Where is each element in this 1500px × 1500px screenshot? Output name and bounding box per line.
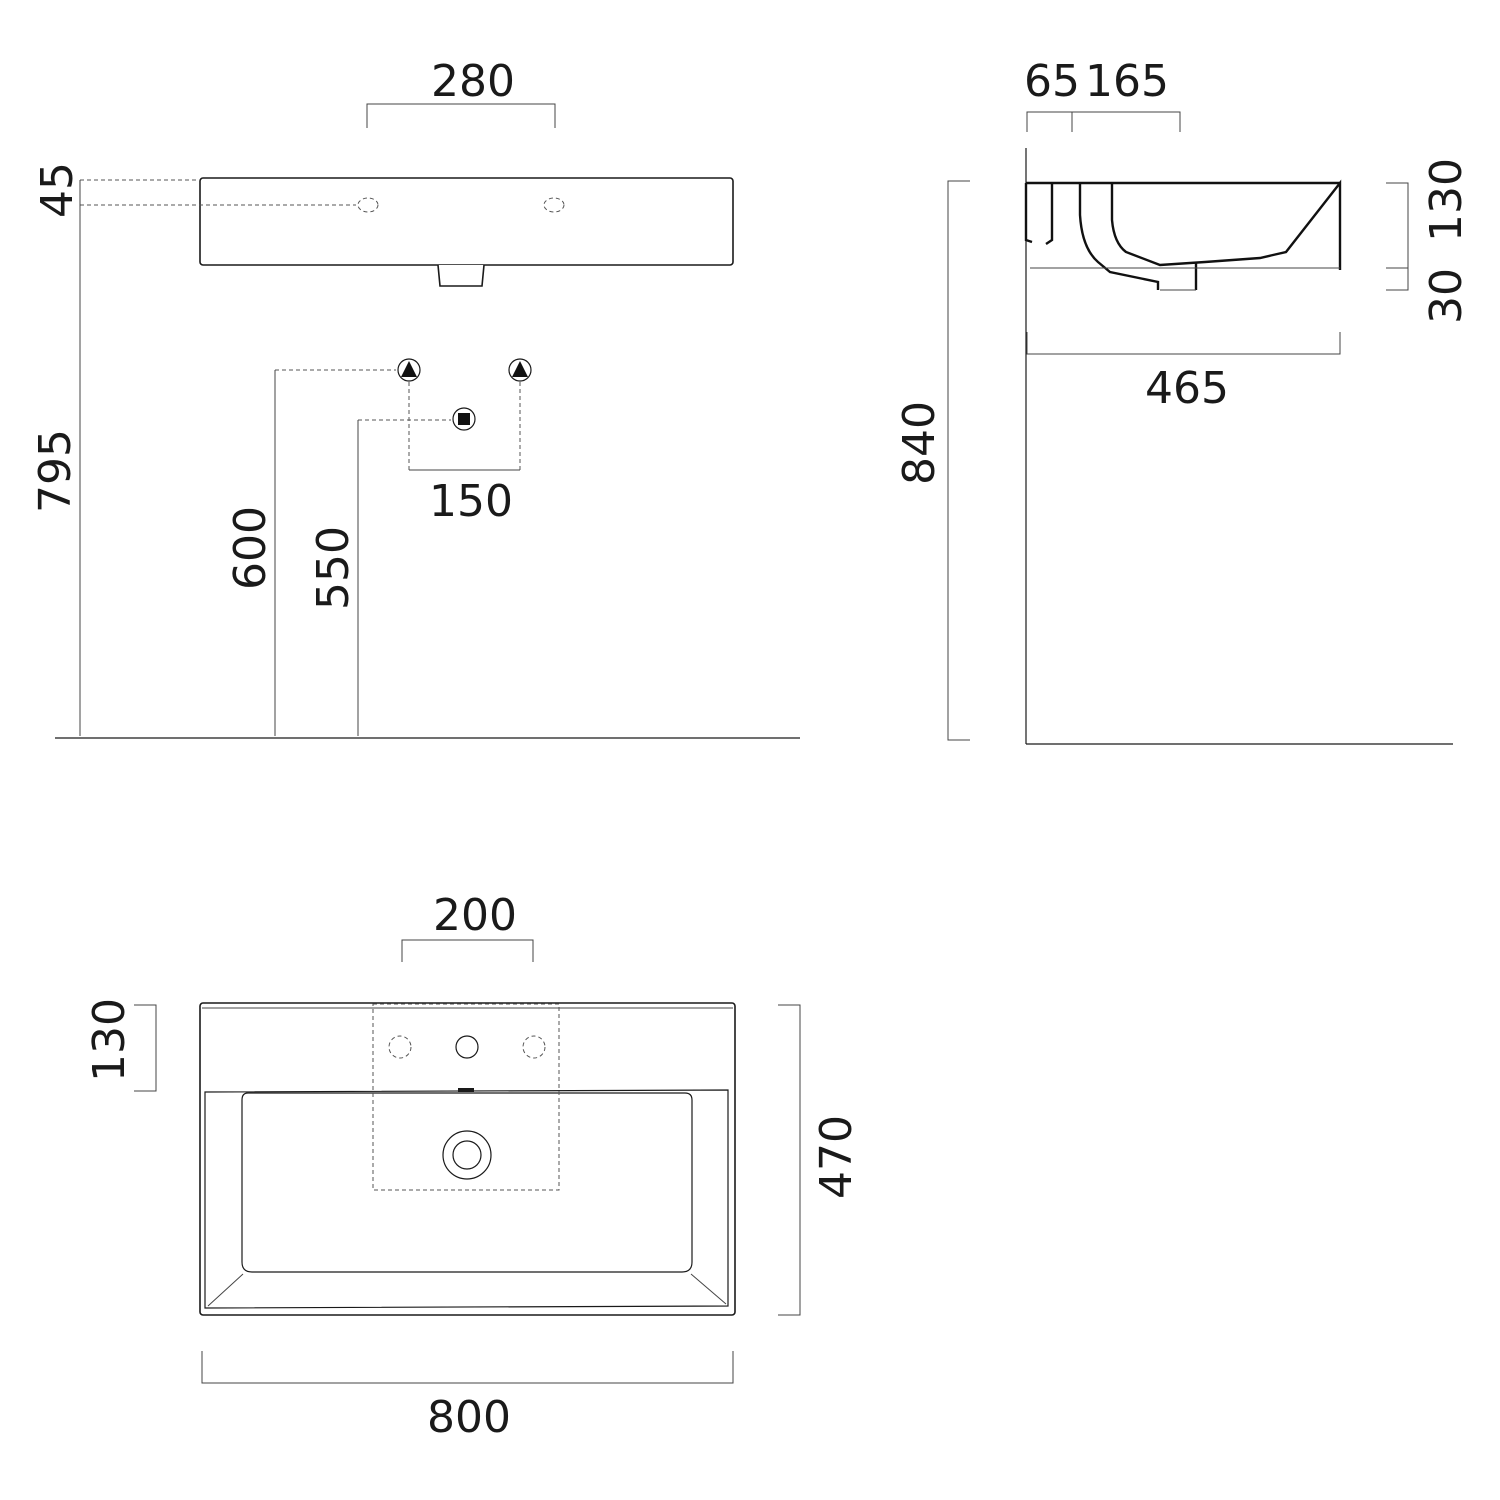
dim-bowl-depth: 130	[1421, 158, 1472, 242]
top-view: 200 130 470 800	[84, 890, 862, 1443]
dim-tap-hole-spacing: 280	[431, 56, 515, 107]
top-basin-outline	[199, 1002, 736, 1316]
dim-line-top-130	[134, 1004, 157, 1092]
dim-supply-spacing: 150	[429, 476, 513, 527]
dim-line-130-30	[1386, 182, 1409, 291]
front-view: 280 45 795 600 550 150	[30, 56, 800, 739]
dim-tap-area-width: 200	[433, 890, 517, 941]
top-drain-outer	[442, 1130, 492, 1180]
dim-line-470	[778, 1004, 801, 1316]
side-view: 65 165 130 30 465 840	[894, 56, 1472, 745]
front-tap-hole-right	[543, 197, 565, 213]
dim-line-840	[947, 180, 970, 741]
front-tap-hole-left	[357, 197, 379, 213]
dim-waste-depth: 30	[1421, 268, 1472, 324]
side-basin-section	[1024, 179, 1342, 291]
top-bowl	[241, 1092, 693, 1273]
supply-point-left	[397, 358, 421, 382]
dim-overall-depth: 470	[811, 1115, 862, 1199]
top-inner-rim	[204, 1089, 729, 1309]
dim-tap-offset: 165	[1085, 56, 1169, 107]
dim-rim-thickness: 45	[32, 162, 83, 218]
dim-line-465	[1026, 332, 1341, 355]
dim-projection: 465	[1145, 363, 1229, 414]
front-basin-body	[199, 177, 734, 266]
dim-line-800	[201, 1351, 734, 1384]
top-tap-hole-right	[522, 1035, 546, 1059]
dim-tap-deck-depth: 130	[84, 998, 135, 1082]
supply-point-right	[508, 358, 532, 382]
front-waste-spigot	[437, 264, 485, 287]
dim-water-supply-height: 600	[225, 506, 276, 590]
top-overflow-slot	[458, 1088, 474, 1092]
dim-line-280	[366, 103, 556, 128]
top-tap-hole-left	[388, 1035, 412, 1059]
dim-rim-height: 795	[30, 429, 81, 513]
dim-line-65-165	[1026, 111, 1181, 132]
top-tap-hole-center	[455, 1035, 479, 1059]
dim-overall-height: 840	[894, 401, 945, 485]
top-drain-inner	[452, 1140, 482, 1170]
dim-waste-height: 550	[308, 526, 359, 610]
waste-point	[452, 407, 476, 431]
dim-line-200	[401, 939, 534, 962]
top-tap-zone	[372, 1003, 560, 1191]
dim-wall-offset: 65	[1024, 56, 1080, 107]
dim-overall-width: 800	[427, 1392, 511, 1443]
